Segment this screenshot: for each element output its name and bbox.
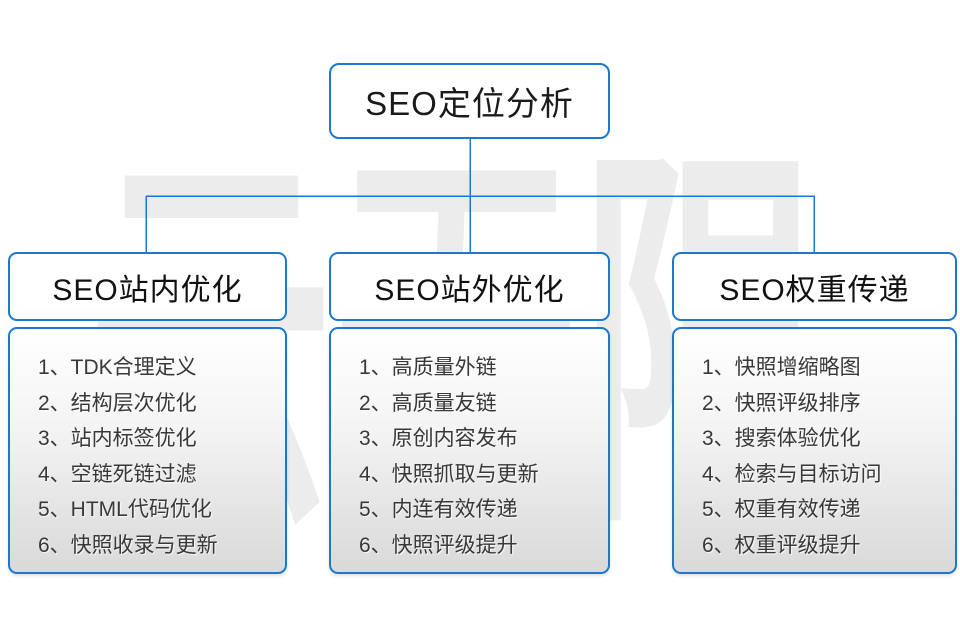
list-item: 1、快照增缩略图 [702,356,861,379]
root-node-title: SEO定位分析 [365,85,574,122]
list-item: 4、检索与目标访问 [702,462,882,486]
list-item: 5、内连有效传递 [359,498,518,521]
panel-onsite-header: SEO站内优化 [8,252,287,321]
panel-onsite-optimization: SEO站内优化 1、TDK合理定义 2、结构层次优化 3、站内标签优化 4、空链… [8,252,287,574]
list-item: 3、原创内容发布 [359,427,518,450]
list-item: 5、权重有效传递 [702,498,861,521]
panel-offsite-header: SEO站外优化 [329,252,610,321]
panel-offsite-title: SEO站外优化 [374,273,565,307]
list-item: 1、TDK合理定义 [38,356,197,379]
panel-offsite-optimization: SEO站外优化 1、高质量外链 2、高质量友链 3、原创内容发布 4、快照抓取与… [329,252,610,574]
panel-onsite-body: 1、TDK合理定义 2、结构层次优化 3、站内标签优化 4、空链死链过滤 5、H… [8,327,287,574]
list-item: 2、结构层次优化 [38,391,197,415]
root-node-seo-positioning: SEO定位分析 [329,63,610,139]
list-item: 3、站内标签优化 [38,427,197,450]
list-item: 4、快照抓取与更新 [359,462,539,486]
list-item: 3、搜索体验优化 [702,427,861,450]
panel-onsite-title: SEO站内优化 [52,273,243,307]
list-item: 6、权重评级提升 [702,533,861,557]
list-item: 4、空链死链过滤 [38,462,197,486]
list-item: 2、快照评级排序 [702,391,861,415]
panel-weight-transfer: SEO权重传递 1、快照增缩略图 2、快照评级排序 3、搜索体验优化 4、检索与… [672,252,957,574]
list-item: 2、高质量友链 [359,391,497,415]
list-item: 6、快照收录与更新 [38,533,218,557]
panel-offsite-body: 1、高质量外链 2、高质量友链 3、原创内容发布 4、快照抓取与更新 5、内连有… [329,327,610,574]
panel-weight-header: SEO权重传递 [672,252,957,321]
list-item: 5、HTML代码优化 [38,498,212,521]
list-item: 6、快照评级提升 [359,533,518,557]
panel-weight-body: 1、快照增缩略图 2、快照评级排序 3、搜索体验优化 4、检索与目标访问 5、权… [672,327,957,574]
panel-weight-title: SEO权重传递 [719,273,910,307]
list-item: 1、高质量外链 [359,356,497,379]
